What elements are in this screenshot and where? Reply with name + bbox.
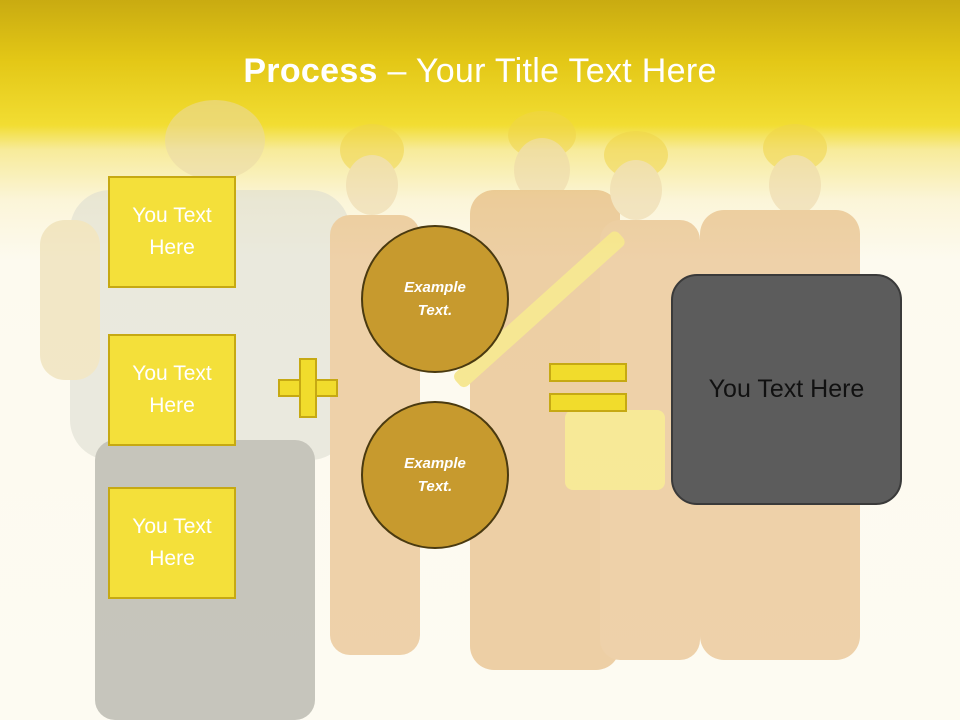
title-bold: Process <box>243 52 378 90</box>
text-box-3[interactable]: You Text Here <box>108 487 236 599</box>
result-box[interactable]: You Text Here <box>671 274 902 505</box>
example-circle-1[interactable]: Example Text. <box>361 225 509 373</box>
slide-title: Process – Your Title Text Here <box>0 52 960 91</box>
example-circle-2[interactable]: Example Text. <box>361 401 509 549</box>
equals-icon <box>549 363 627 413</box>
text-box-2[interactable]: You Text Here <box>108 334 236 446</box>
title-rest: – Your Title Text Here <box>377 52 717 90</box>
plus-icon <box>278 358 338 418</box>
text-box-1[interactable]: You Text Here <box>108 176 236 288</box>
